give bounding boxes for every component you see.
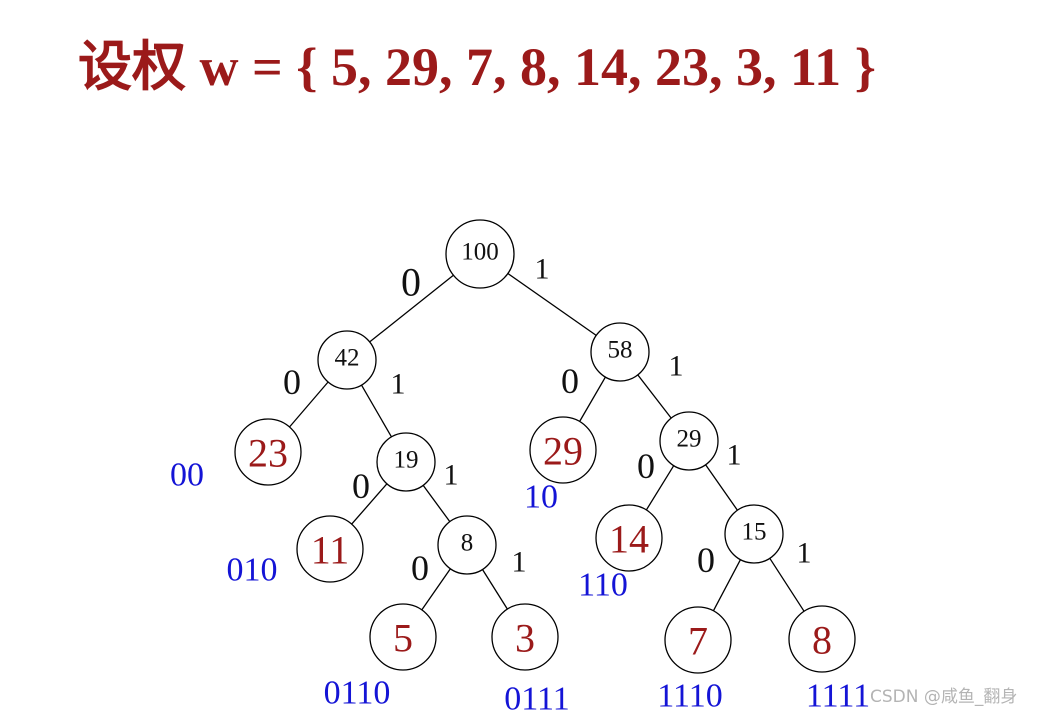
edge-bit-label: 1 [669,350,684,383]
huffman-code-l11: 010 [227,552,278,589]
node-circle [296,515,364,583]
internal-node-n8: 8 [437,515,497,575]
leaf-node-l7: 7 [664,606,732,674]
node-circle [369,603,437,671]
edge-bit-label: 0 [283,362,301,402]
node-value: 3 [515,616,535,661]
tree-edge-n29-n15 [705,464,738,511]
huffman-code-l3: 0111 [504,681,569,713]
tree-edge-n42-l23 [289,381,329,428]
tree-edge-n15-l7 [712,559,742,612]
huffman-code-l7: 1110 [657,678,722,713]
leaf-node-l14: 14 [595,504,663,572]
tree-edge-n19-l11 [351,483,388,525]
node-circle [376,432,436,492]
node-value: 29 [677,426,702,453]
weights-title: 设权 w = { 5, 29, 7, 8, 14, 23, 3, 11 } [78,37,876,97]
tree-edge-n58-n29 [637,374,672,419]
node-value: 8 [812,618,832,663]
node-value: 15 [742,519,767,546]
internal-node-n15: 15 [724,504,784,564]
leaf-node-l23: 23 [234,418,302,486]
edge-bit-label: 0 [352,466,370,506]
leaf-node-l8: 8 [788,605,856,673]
tree-edge-n19-n8 [422,485,451,522]
node-circle [595,504,663,572]
node-value: 100 [461,239,499,266]
node-value: 42 [335,345,360,372]
edge-layer [289,272,805,612]
tree-edge-n58-l29 [579,376,606,422]
tree-edge-n8-l3 [481,569,508,610]
node-value: 7 [688,619,708,664]
internal-node-n58: 58 [590,322,650,382]
huffman-code-l29: 10 [524,479,558,516]
internal-node-n42: 42 [317,330,377,390]
edge-bit-label: 1 [727,439,742,472]
tree-edge-n15-l8 [769,557,805,612]
node-value: 23 [248,431,288,476]
huffman-code-l8: 1111 [806,678,870,713]
node-circle [437,515,497,575]
node-circle [590,322,650,382]
node-value: 14 [609,517,649,562]
huffman-code-l14: 110 [578,567,628,604]
tree-edge-n42-n19 [360,384,393,438]
node-circle [529,416,597,484]
node-circle [788,605,856,673]
csdn-watermark: CSDN @咸鱼_翻身 [870,687,1018,707]
node-value: 29 [543,429,583,474]
edge-bit-label: 0 [401,260,421,305]
node-value: 58 [608,337,633,364]
internal-node-n19: 19 [376,432,436,492]
edge-bit-label: 0 [697,540,715,580]
edge-bit-label: 1 [444,459,459,492]
edge-bit-label: 1 [391,368,406,401]
node-circle [491,603,559,671]
node-value: 19 [394,447,419,474]
node-value: 11 [311,528,350,573]
huffman-code-l23: 00 [170,457,204,494]
huffman-code-l5: 0110 [324,675,391,712]
internal-node-n100: 100 [445,219,515,289]
edge-bit-label: 0 [637,446,655,486]
leaf-node-l29: 29 [529,416,597,484]
edge-bit-label: 0 [411,548,429,588]
tree-edge-n8-l5 [421,568,451,611]
node-value: 5 [393,616,413,661]
node-circle [445,219,515,289]
node-circle [659,411,719,471]
node-circle [664,606,732,674]
leaf-node-l5: 5 [369,603,437,671]
node-circle [234,418,302,486]
tree-edge-n100-n58 [507,272,597,336]
node-circle [317,330,377,390]
edge-bit-label: 1 [512,546,527,579]
node-value: 8 [461,530,474,557]
edge-bit-label: 1 [797,537,812,570]
edge-bit-label: 0 [561,361,579,401]
leaf-node-l11: 11 [296,515,364,583]
tree-edge-n29-l14 [645,465,675,511]
leaf-node-l3: 3 [491,603,559,671]
node-circle [724,504,784,564]
edge-bit-label: 1 [535,253,550,286]
internal-node-n29: 29 [659,411,719,471]
tree-edge-n100-n42 [369,274,454,343]
